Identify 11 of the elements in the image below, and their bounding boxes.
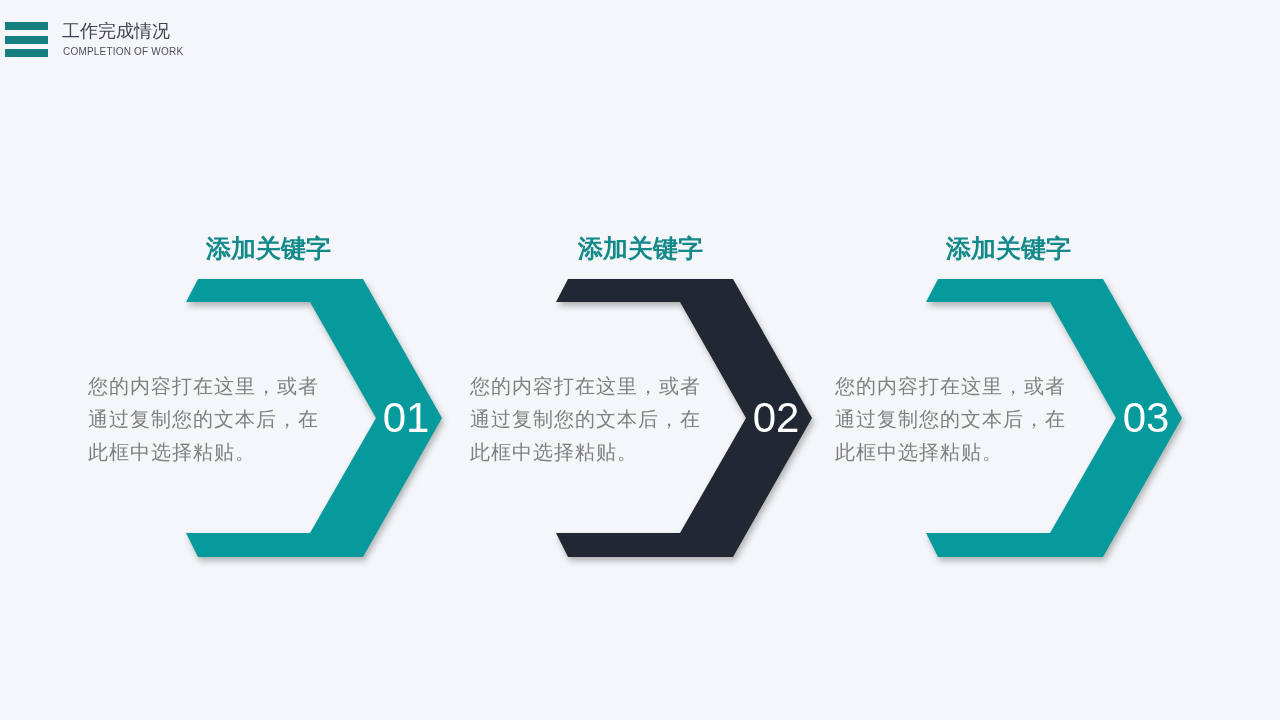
body-text: 您的内容打在这里，或者通过复制您的文本后，在此框中选择粘贴。 (470, 373, 702, 466)
body-text: 您的内容打在这里，或者通过复制您的文本后，在此框中选择粘贴。 (835, 373, 1067, 466)
step-number: 01 (382, 395, 430, 441)
keyword-heading: 添加关键字 (945, 233, 1071, 265)
page-title: 工作完成情况 (62, 20, 170, 42)
keyword-heading: 添加关键字 (205, 233, 331, 265)
step-number: 03 (1122, 395, 1170, 441)
step-number: 02 (752, 395, 800, 441)
keyword-heading: 添加关键字 (577, 233, 703, 265)
body-text: 您的内容打在这里，或者通过复制您的文本后，在此框中选择粘贴。 (88, 373, 320, 466)
page-subtitle: COMPLETION OF WORK (63, 46, 184, 58)
